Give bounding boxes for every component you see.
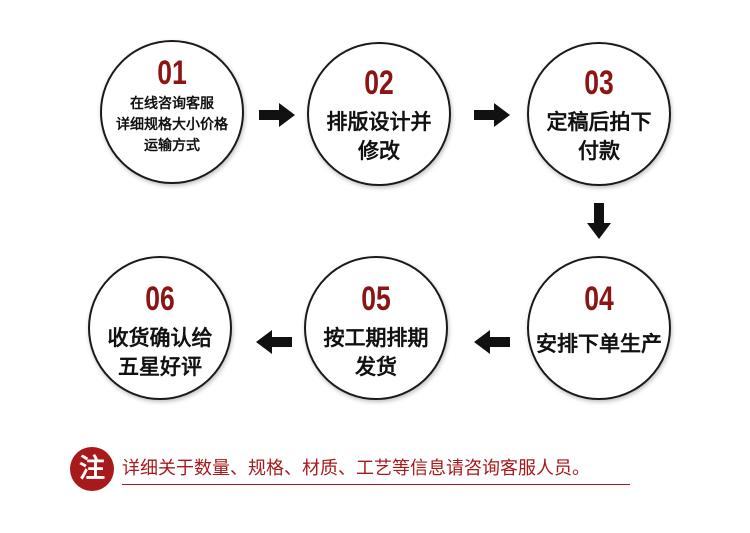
step-number: 06 [145,280,175,318]
step-number: 05 [361,280,391,318]
step-03-circle: 03 定稿后拍下 付款 [527,42,671,186]
step-04-circle: 04 安排下单生产 [527,256,671,400]
arrow-left-icon [474,330,510,354]
step-text-line: 在线咨询客服 [130,96,214,112]
step-text-line: 收货确认给 [107,326,213,350]
step-text: 按工期排期 发货 [312,324,440,382]
step-text: 安排下单生产 [535,330,663,359]
step-text-line: 发货 [355,355,397,379]
note-badge: 注 [70,447,114,491]
step-text: 在线咨询客服 详细规格大小价格 运输方式 [108,94,236,157]
step-text: 定稿后拍下 付款 [535,108,663,166]
step-01-circle: 01 在线咨询客服 详细规格大小价格 运输方式 [100,40,244,184]
step-text-line: 排版设计并 [326,110,432,134]
step-text-line: 按工期排期 [323,326,429,350]
step-text: 收货确认给 五星好评 [96,324,224,382]
step-02-circle: 02 排版设计并 修改 [307,42,451,186]
arrow-left-icon [256,330,292,354]
step-number: 04 [584,280,614,318]
step-05-circle: 05 按工期排期 发货 [304,256,448,400]
step-text-line: 修改 [358,139,400,163]
step-text-line: 定稿后拍下 [546,110,652,134]
step-number: 01 [157,54,187,92]
arrow-right-icon [259,103,295,127]
step-text-line: 付款 [578,139,620,163]
arrow-right-icon [474,103,510,127]
step-text-line: 安排下单生产 [536,332,662,356]
note-text: 详细关于数量、规格、材质、工艺等信息请咨询客服人员。 [122,458,590,479]
step-text-line: 运输方式 [144,138,200,154]
note-underline [122,484,630,485]
step-text-line: 详细规格大小价格 [116,117,228,133]
step-number: 03 [584,64,614,102]
step-number: 02 [364,64,394,102]
step-text: 排版设计并 修改 [315,108,443,166]
step-06-circle: 06 收货确认给 五星好评 [88,256,232,400]
step-text-line: 五星好评 [118,355,202,379]
arrow-down-icon [587,203,611,239]
